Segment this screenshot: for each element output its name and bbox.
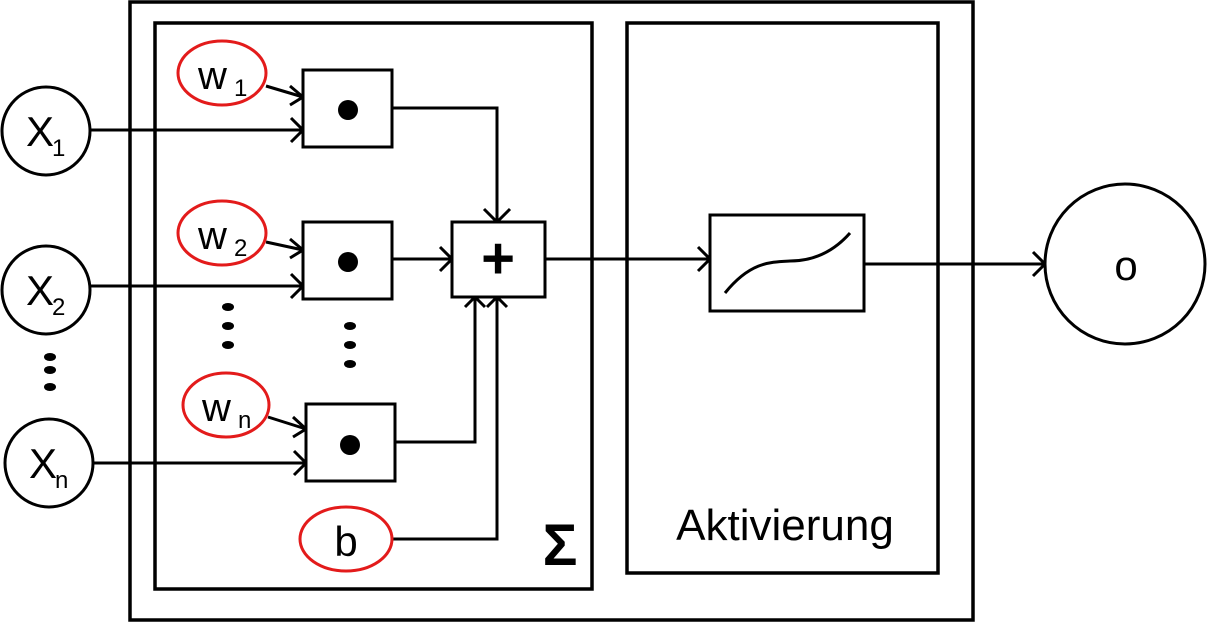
weight-node-1: w 1 <box>176 39 268 107</box>
svg-text:X: X <box>29 440 57 487</box>
svg-text:1: 1 <box>234 75 247 102</box>
svg-text:w: w <box>197 54 227 98</box>
weight-wire-1 <box>265 84 306 107</box>
neuron-frame <box>128 0 975 622</box>
weight-node-2: w 2 <box>176 199 268 267</box>
svg-text:b: b <box>334 518 357 565</box>
input-node-1: X 1 <box>0 85 92 177</box>
multiply-ellipsis-icon <box>344 322 356 368</box>
multiply-dot-icon <box>338 252 358 272</box>
svg-text:o: o <box>1114 242 1137 289</box>
sum-box: + <box>450 220 547 299</box>
summation-label: Σ <box>543 513 578 578</box>
input-wire-2 <box>91 272 305 300</box>
multiply-box-1 <box>301 68 394 149</box>
multiply-box-2 <box>301 220 394 301</box>
weight-node-n: w n <box>181 371 271 439</box>
svg-text:1: 1 <box>52 135 65 162</box>
input-wire-1 <box>91 116 305 144</box>
sum-symbol: + <box>481 226 515 291</box>
summation-block <box>153 21 594 591</box>
output-node: o <box>1043 182 1207 346</box>
weight-wire-2 <box>265 237 306 260</box>
activation-to-output-wire <box>864 250 1047 278</box>
activation-function-box <box>708 213 866 313</box>
weights-ellipsis-icon <box>222 303 234 349</box>
weight-wire-n <box>267 415 309 439</box>
bias-wire <box>391 294 509 541</box>
bias-node: b <box>298 505 394 573</box>
multiply-dot-icon <box>340 435 360 455</box>
svg-text:X: X <box>26 108 54 155</box>
svg-text:2: 2 <box>52 294 65 321</box>
input-node-n: X n <box>3 417 95 509</box>
svg-text:n: n <box>55 467 68 494</box>
inputs-ellipsis-icon <box>44 353 56 391</box>
svg-text:w: w <box>201 386 231 430</box>
multiply-box-n <box>304 402 397 483</box>
svg-text:X: X <box>26 267 54 314</box>
svg-text:n: n <box>238 407 251 434</box>
sum-to-activation-wire <box>545 245 712 273</box>
activation-label: Aktivierung <box>676 501 894 550</box>
activation-block <box>625 21 940 575</box>
product-wire-n <box>395 294 487 444</box>
product-wire-1 <box>392 106 512 225</box>
input-wire-n <box>93 449 308 477</box>
svg-text:w: w <box>197 214 227 258</box>
input-node-2: X 2 <box>0 244 92 336</box>
product-wire-2 <box>392 245 454 273</box>
svg-text:2: 2 <box>234 235 247 262</box>
sigmoid-curve-icon <box>723 232 852 294</box>
multiply-dot-icon <box>338 100 358 120</box>
